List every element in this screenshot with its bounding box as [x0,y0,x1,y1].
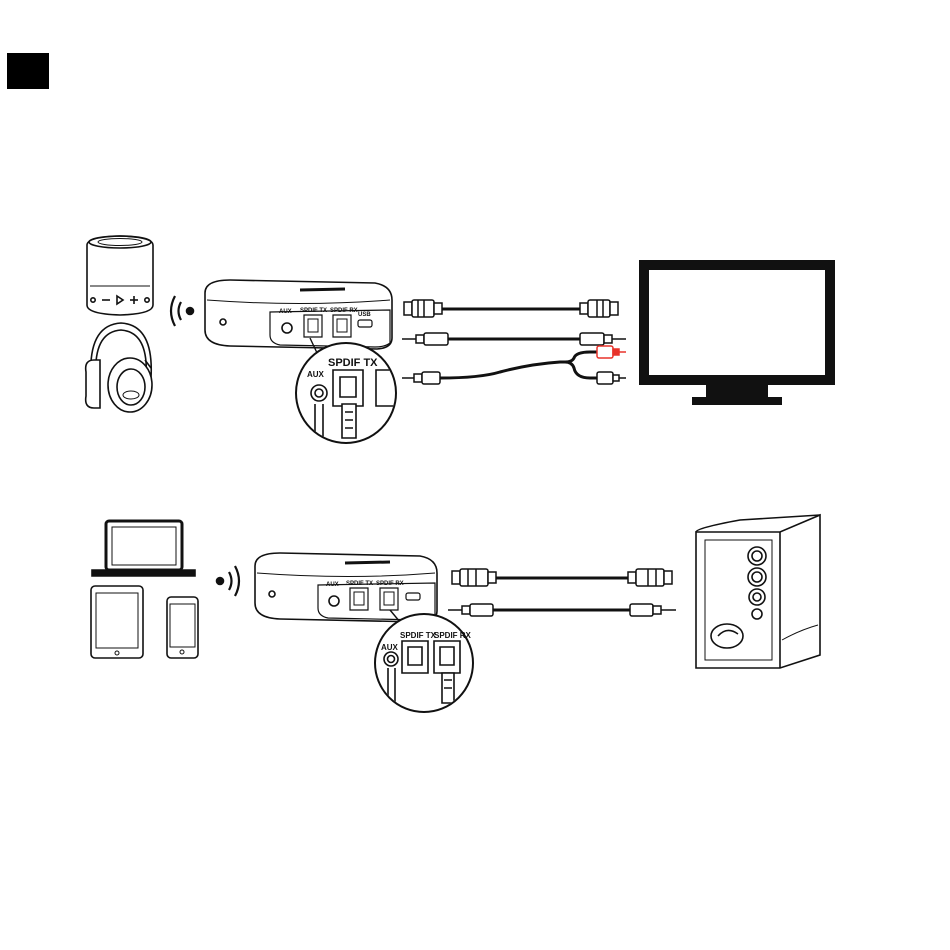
zoom-aux-label: AUX [307,370,325,379]
section-marker-block [7,53,49,89]
zoom-inset-bottom [375,610,473,715]
wireless-signal-icon-bottom [217,566,239,596]
spdif-tx-label: SPDIF TX [300,308,327,314]
optical-cable-top [404,300,618,317]
laptop-icon [92,521,195,576]
powered-speaker-icon [696,515,820,668]
zoom-inset-top [296,338,406,445]
spdif-rx-label: SPDIF RX [330,308,358,314]
tablet-icon [91,586,143,658]
optical-cable-bottom [452,569,672,586]
aux-label: AUX [279,309,292,315]
bluetooth-speaker-icon [87,236,153,315]
rca-cable-top [402,346,626,384]
zoom-spdif-tx-label: SPDIF TX [328,357,378,369]
usb-label: USB [358,312,371,318]
spdif-tx-label-bottom: SPDIF TX [346,581,373,587]
zoom-aux-label-bottom: AUX [381,643,399,652]
tv-icon [639,260,835,405]
zoom-spdif-rx-label-bottom: SPDIF RX [434,631,472,640]
aux-cable-bottom [448,604,676,616]
spdif-rx-label-bottom: SPDIF RX [376,581,404,587]
headphones-icon [86,323,152,412]
wireless-signal-icon [171,296,193,326]
aux-label-bottom: AUX [326,582,339,588]
aux-cable-top [402,333,626,345]
transmitter-box-bottom [255,553,437,622]
zoom-spdif-tx-label-bottom: SPDIF TX [400,631,437,640]
smartphone-icon [167,597,198,658]
